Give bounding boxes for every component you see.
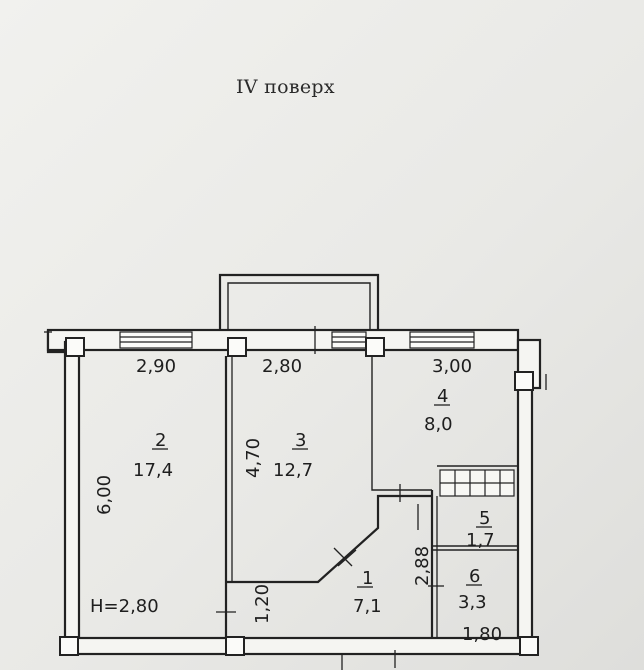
room1-number: 1 — [362, 568, 373, 589]
dim-room2-length: 6,00 — [94, 475, 115, 515]
kitchen-stove — [439, 469, 515, 497]
room5-number: 5 — [479, 508, 490, 529]
room4-number: 4 — [437, 386, 448, 407]
floor-title: IV поверх — [236, 76, 335, 98]
room2-number: 2 — [155, 430, 166, 451]
room3-number: 3 — [295, 430, 306, 451]
room3-area: 12,7 — [273, 460, 313, 481]
columns — [59, 337, 539, 656]
partition-room3-corridor — [226, 494, 432, 584]
dim-room3-width: 2,80 — [262, 356, 302, 377]
balcony-outline — [218, 273, 380, 335]
dim-corridor-width: 1,20 — [252, 584, 273, 624]
room1-area: 7,1 — [353, 596, 382, 617]
balcony-inner-line — [227, 282, 371, 335]
windows — [119, 331, 475, 349]
room6-number: 6 — [469, 566, 480, 587]
dim-room4-width: 3,00 — [432, 356, 472, 377]
room6-area: 3,3 — [458, 592, 487, 613]
labels: 2,90 2,80 3,00 6,00 4,70 1,20 2,88 1,80 … — [90, 356, 502, 645]
right-wall — [516, 373, 534, 654]
dim-bath-length: 2,88 — [412, 546, 433, 586]
door-marks — [44, 326, 547, 670]
room2-area: 17,4 — [133, 460, 173, 481]
dim-room2-width: 2,90 — [136, 356, 176, 377]
left-wall — [63, 340, 81, 654]
room5-area: 1,7 — [466, 530, 495, 551]
dim-bath-width: 1,80 — [462, 624, 502, 645]
ceiling-height-label: H=2,80 — [90, 596, 159, 617]
partition-room5-room6 — [432, 545, 518, 551]
partition-room3-room4 — [371, 356, 432, 491]
dim-room3-length: 4,70 — [243, 438, 264, 478]
room4-area: 8,0 — [424, 414, 453, 435]
